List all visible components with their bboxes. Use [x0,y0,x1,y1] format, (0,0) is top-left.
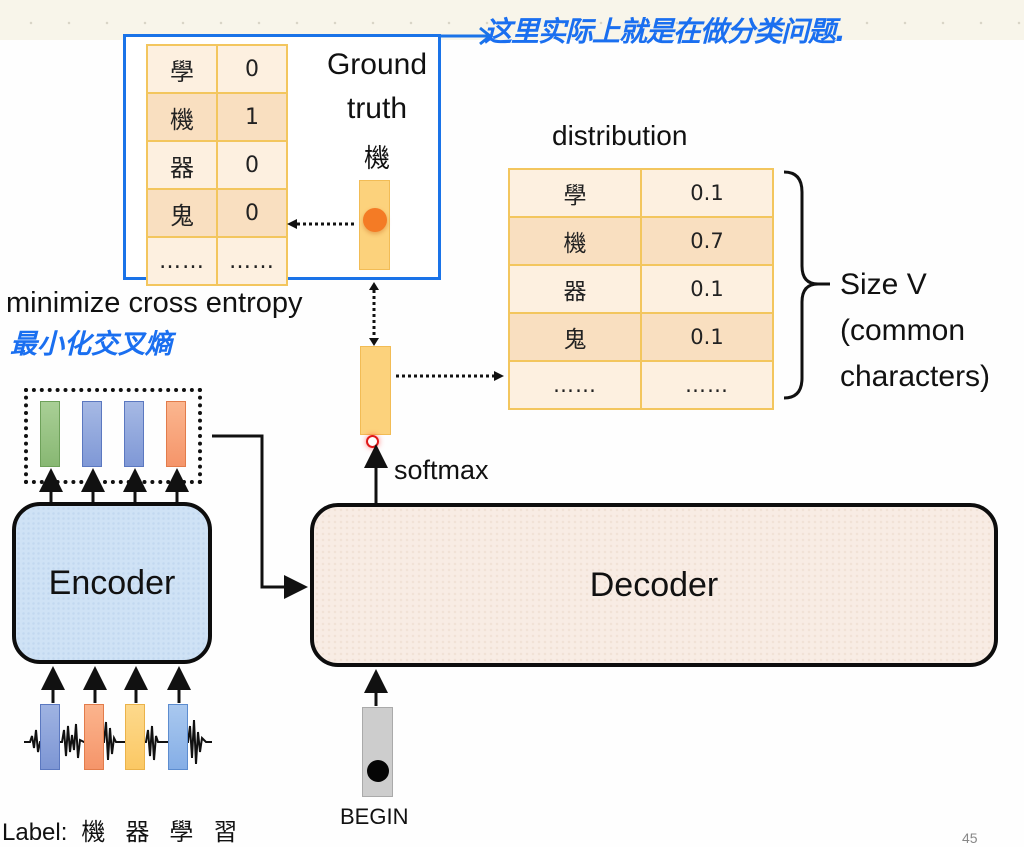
audio-frame [125,704,145,770]
one-hot-dot-icon [363,208,387,232]
value-cell: 0 [216,188,288,238]
size-v-line1: Size V [840,268,927,301]
encoder-output-vector [82,401,102,467]
ground-truth-title-line1: Ground [326,48,428,81]
char-cell: 鬼 [508,312,642,362]
value-cell: …… [640,360,774,410]
size-v-line2: (common [840,314,966,347]
value-cell: 0.1 [640,312,774,362]
page-number: 45 [962,830,978,846]
char-cell: …… [146,236,218,286]
decoder-block: Decoder [310,503,998,667]
label-char: 習 [213,818,238,846]
char-cell: 機 [146,92,218,142]
minimize-cross-entropy-label: minimize cross entropy [6,287,303,319]
begin-label: BEGIN [340,804,409,829]
begin-token-vector [362,707,393,797]
value-cell: 1 [216,92,288,142]
encoder-block: Encoder [12,502,212,664]
char-cell: 學 [508,168,642,218]
curly-brace-icon [783,170,830,400]
encoder-output-vector [166,401,186,467]
encoder-output-group [24,388,202,484]
ground-truth-title-line2: truth [346,92,408,125]
label-char: 機 [81,818,106,846]
value-cell: 0 [216,44,288,94]
cross-entropy-annotation: 最小化交叉熵 [10,329,172,360]
dotted-arrow-left [287,219,357,229]
annotation-arrow [433,26,493,46]
value-cell: 0 [216,140,288,190]
char-cell: 器 [146,140,218,190]
slide-top-band [0,0,1024,40]
ground-truth-token: 機 [363,144,390,174]
char-cell: 學 [146,44,218,94]
label-row: Label: 機 器 學 習 [2,812,237,847]
distribution-title: distribution [552,120,688,151]
char-cell: 鬼 [146,188,218,238]
label-char: 器 [125,818,150,846]
char-cell: 機 [508,216,642,266]
audio-frame [40,704,60,770]
value-cell: 0.1 [640,264,774,314]
value-cell: 0.7 [640,216,774,266]
table-row: ………… [508,360,774,410]
encoder-output-vector [124,401,144,467]
size-v-label: Size V (common characters) [840,262,990,400]
softmax-output-vector [360,346,391,435]
dotted-arrow-right [396,371,504,381]
encoder-output-vector [40,401,60,467]
label-prefix: Label: [2,819,68,846]
audio-waveform-icon [24,719,212,765]
dotted-double-arrow [369,282,379,346]
begin-dot-icon [367,760,389,782]
table-row: ………… [146,236,288,286]
value-cell: …… [216,236,288,286]
audio-frame [84,704,104,770]
char-cell: 器 [508,264,642,314]
audio-frame [168,704,188,770]
softmax-label: softmax [394,455,489,485]
size-v-line3: characters) [840,360,991,393]
label-char: 學 [169,818,194,846]
value-cell: 0.1 [640,168,774,218]
classification-annotation: 这里实际上就是在做分类问题. [484,15,846,48]
char-cell: …… [508,360,642,410]
